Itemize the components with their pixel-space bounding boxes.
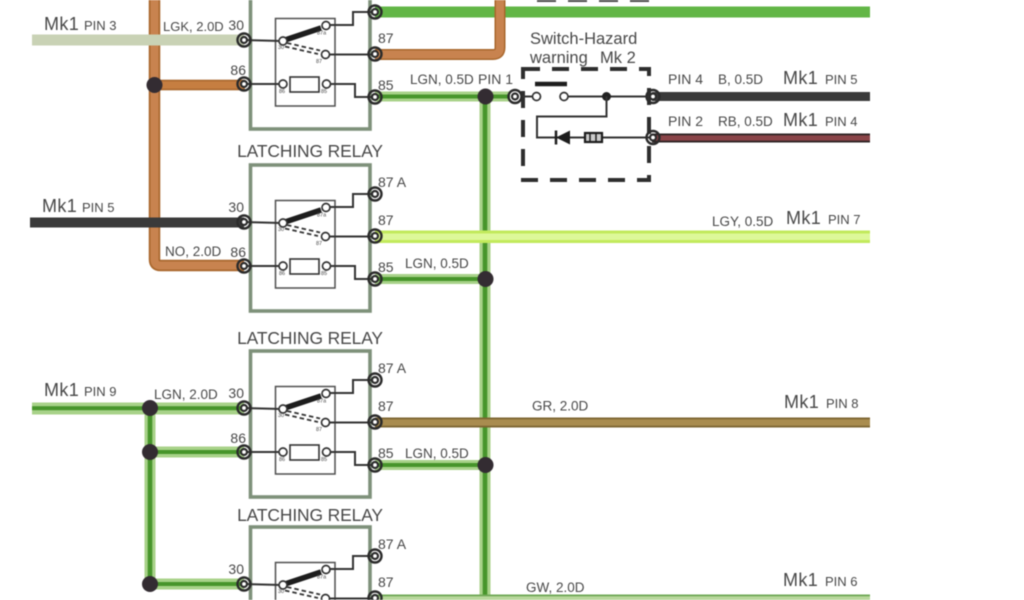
- svg-text:LGY, 0.5D: LGY, 0.5D: [712, 214, 774, 229]
- svg-text:PIN 7: PIN 7: [828, 212, 861, 227]
- svg-text:Mk1: Mk1: [44, 14, 79, 34]
- svg-text:LGK, 2.0D: LGK, 2.0D: [163, 19, 224, 34]
- svg-text:86: 86: [230, 62, 246, 78]
- svg-text:LATCHING RELAY: LATCHING RELAY: [237, 141, 383, 161]
- svg-text:PIN 5: PIN 5: [825, 72, 858, 87]
- svg-text:PIN 3: PIN 3: [84, 18, 117, 33]
- svg-text:Mk1: Mk1: [783, 68, 818, 88]
- svg-text:NO, 2.0D: NO, 2.0D: [165, 244, 222, 259]
- svg-text:Mk1: Mk1: [42, 196, 77, 216]
- svg-text:PIN 2: PIN 2: [668, 113, 703, 129]
- svg-text:PIN 9: PIN 9: [84, 384, 117, 399]
- svg-text:PIN 8: PIN 8: [826, 396, 859, 411]
- svg-text:Mk1: Mk1: [783, 570, 818, 590]
- svg-text:LGN, 0.5D: LGN, 0.5D: [405, 256, 469, 271]
- svg-text:87: 87: [378, 30, 394, 46]
- svg-text:Switch-Hazard: Switch-Hazard: [530, 30, 637, 48]
- svg-text:30: 30: [228, 17, 244, 33]
- svg-text:GR, 2.0D: GR, 2.0D: [532, 399, 589, 414]
- svg-text:LGN, 2.0D: LGN, 2.0D: [154, 387, 218, 402]
- svg-text:Mk1: Mk1: [44, 380, 79, 400]
- svg-text:Mk 2: Mk 2: [600, 49, 636, 67]
- svg-text:LGN, 0.5D: LGN, 0.5D: [405, 446, 469, 461]
- svg-text:Mk1: Mk1: [784, 392, 819, 412]
- svg-text:PIN 5: PIN 5: [82, 200, 115, 215]
- svg-text:Mk1: Mk1: [783, 110, 818, 130]
- svg-text:GW, 2.0D: GW, 2.0D: [526, 580, 585, 595]
- svg-text:LGN, 0.5D: LGN, 0.5D: [410, 72, 474, 87]
- svg-text:PIN 4: PIN 4: [825, 114, 858, 129]
- svg-text:LATCHING RELAY: LATCHING RELAY: [237, 505, 383, 525]
- svg-text:PIN 4: PIN 4: [668, 71, 703, 87]
- svg-text:85: 85: [378, 77, 394, 93]
- svg-text:RB, 0.5D: RB, 0.5D: [718, 114, 773, 129]
- svg-text:LATCHING RELAY: LATCHING RELAY: [237, 328, 383, 348]
- svg-text:Mk1: Mk1: [786, 208, 821, 228]
- svg-text:PIN 6: PIN 6: [825, 574, 858, 589]
- svg-text:warning: warning: [529, 49, 588, 67]
- svg-text:B, 0.5D: B, 0.5D: [718, 72, 763, 87]
- svg-text:PIN 1: PIN 1: [478, 71, 513, 87]
